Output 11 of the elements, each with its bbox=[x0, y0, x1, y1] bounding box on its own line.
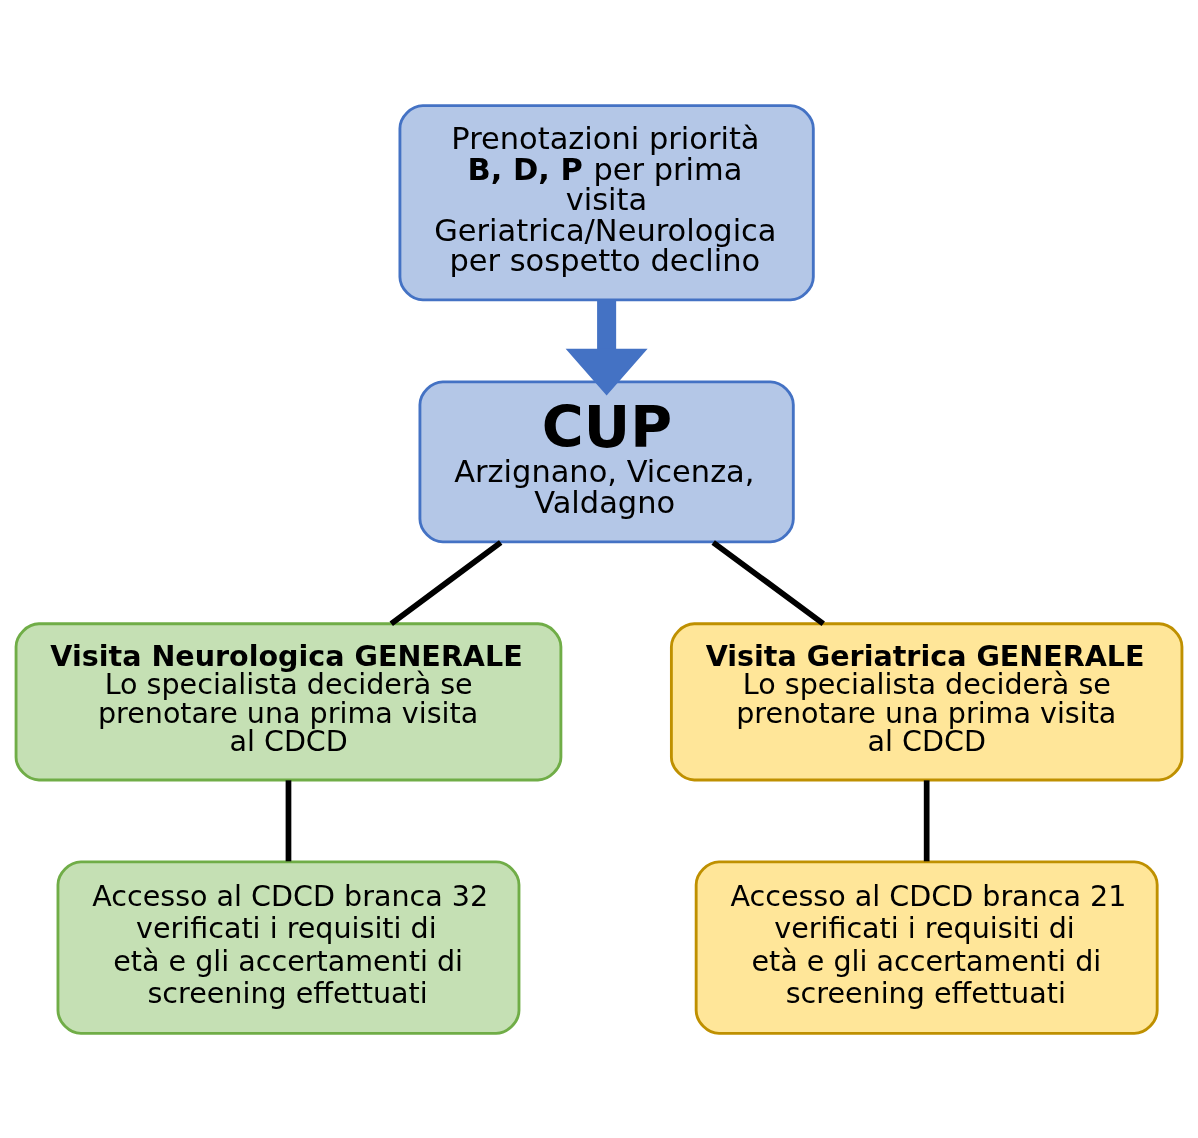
node-box: Visita Geriatrica GENERALE Lo specialista deciderà se prenotare una prima visita al CDCD bbox=[669, 621, 1184, 781]
node-box: CUP Arzignano, Vicenza, Valdagno bbox=[418, 379, 795, 543]
connector bbox=[711, 539, 825, 626]
node-box: Prenotazioni priorità B, D, P per prima visita Geriatrica/Neurologica per sospetto declino bbox=[398, 103, 815, 301]
connector bbox=[389, 539, 503, 626]
node-box: Accesso al CDCD branca 32 verificati i requisiti di età e gli accertamenti di screening effettuati bbox=[56, 860, 521, 1035]
connector bbox=[285, 779, 292, 861]
connector bbox=[923, 779, 930, 861]
node-box: Accesso al CDCD branca 21 verificati i requisiti di età e gli accertamenti di screening effettuati bbox=[694, 860, 1159, 1035]
node-box: Visita Neurologica GENERALE Lo specialista deciderà se prenotare una prima visita al CDCD bbox=[14, 621, 563, 781]
arrow bbox=[565, 299, 648, 396]
